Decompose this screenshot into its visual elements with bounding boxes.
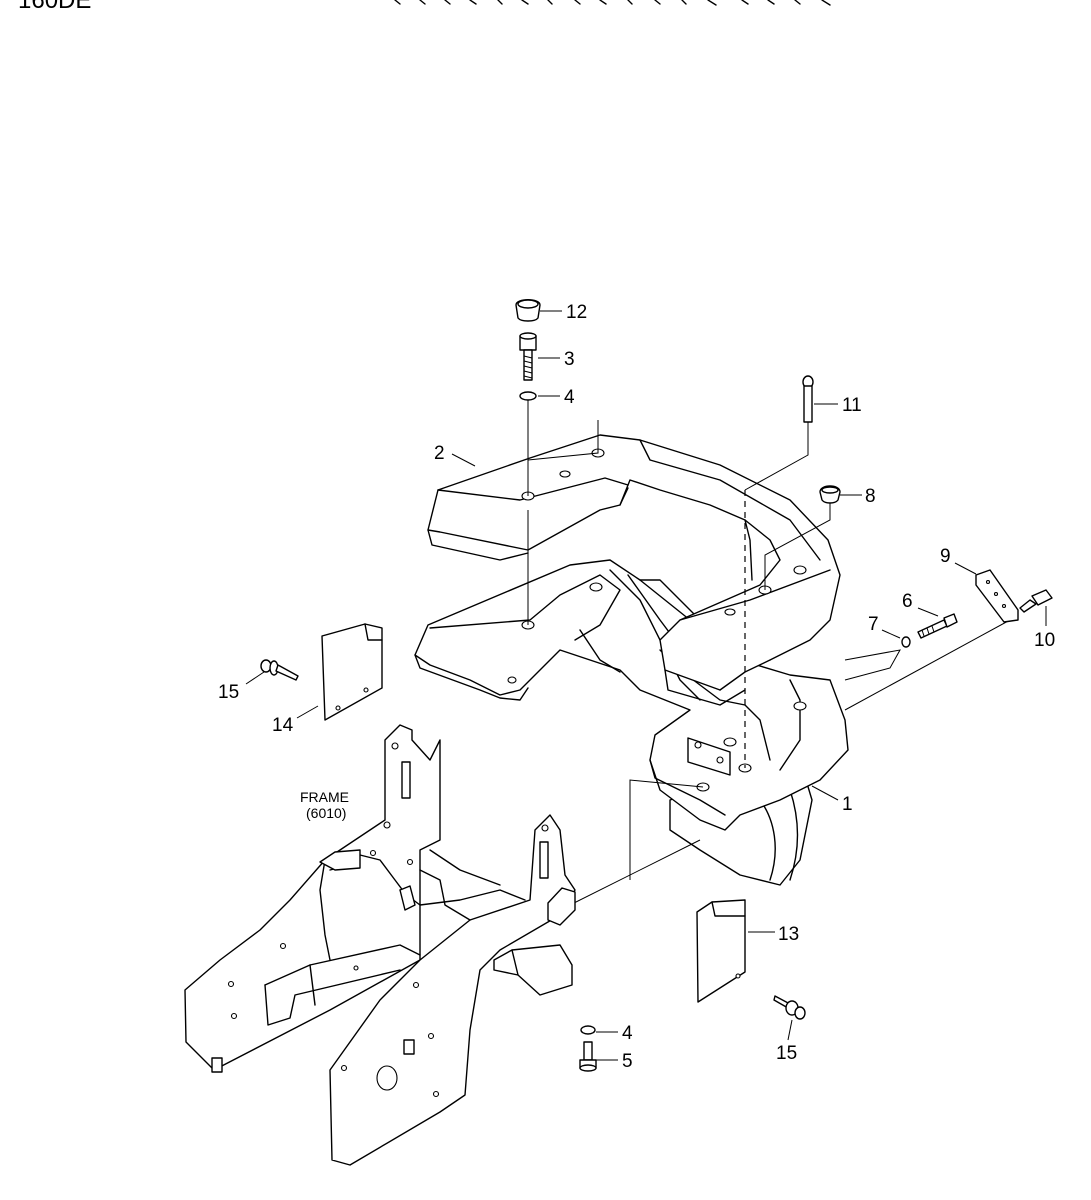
callout-13: 13 xyxy=(778,924,799,945)
callout-1: 1 xyxy=(842,794,853,815)
top-weight-plate xyxy=(427,434,841,706)
washer-4-upper xyxy=(519,391,537,401)
callout-12: 12 xyxy=(566,302,587,323)
hole-axis-line xyxy=(527,420,599,461)
leader-2 xyxy=(451,453,476,467)
leader-15a xyxy=(245,671,265,685)
leader-9 xyxy=(954,562,977,575)
callout-2: 2 xyxy=(434,443,445,464)
bolt-3 xyxy=(519,332,537,381)
title-cutoff-glyphs xyxy=(394,0,831,6)
leader-15b xyxy=(787,1019,793,1041)
frame-label-line1: FRAME xyxy=(300,789,349,805)
flange-bolt-15-upper xyxy=(260,659,299,681)
callout-4: 4 xyxy=(564,387,575,408)
bolt-6 xyxy=(917,613,958,639)
rod-axis-line xyxy=(844,649,901,681)
frame-connect-line-1 xyxy=(629,779,704,880)
bolt-10 xyxy=(1019,589,1053,613)
frame-connect-line-2 xyxy=(559,839,701,911)
frame-label-line2: (6010) xyxy=(306,805,346,821)
callout-11: 11 xyxy=(842,395,862,416)
leader-6 xyxy=(917,607,939,617)
truck-frame xyxy=(184,724,576,1166)
callout-4-lower: 4 xyxy=(622,1023,633,1044)
eyebolt-leader xyxy=(744,420,809,491)
washer-4-lower xyxy=(580,1025,596,1035)
cap-nut-12 xyxy=(515,299,541,322)
cap-nut-8 xyxy=(819,485,841,504)
side-plate-14 xyxy=(321,623,383,721)
callout-6: 6 xyxy=(902,591,913,612)
leader-1 xyxy=(811,785,839,801)
callout-15-lower: 15 xyxy=(776,1043,797,1064)
side-plate-13 xyxy=(696,899,746,1003)
callout-10: 10 xyxy=(1034,630,1055,651)
callout-8: 8 xyxy=(865,486,876,507)
leader-14 xyxy=(296,705,319,719)
washer-7 xyxy=(901,636,911,648)
callout-15: 15 xyxy=(218,682,239,703)
model-code: 160DE xyxy=(18,0,91,14)
callout-3: 3 xyxy=(564,349,575,370)
leader-7 xyxy=(881,629,901,639)
cap-axis-line xyxy=(764,500,831,590)
callout-5: 5 xyxy=(622,1051,633,1072)
counterweight-body xyxy=(414,559,849,886)
rod-axis-line-2 xyxy=(844,619,1011,711)
callout-14: 14 xyxy=(272,715,294,736)
flange-bolt-15-lower xyxy=(773,995,806,1020)
callout-9: 9 xyxy=(940,546,951,567)
eye-bolt-11 xyxy=(802,375,814,423)
bolt-5 xyxy=(579,1041,597,1072)
callout-7: 7 xyxy=(868,614,879,635)
lock-plate-9 xyxy=(975,569,1019,623)
